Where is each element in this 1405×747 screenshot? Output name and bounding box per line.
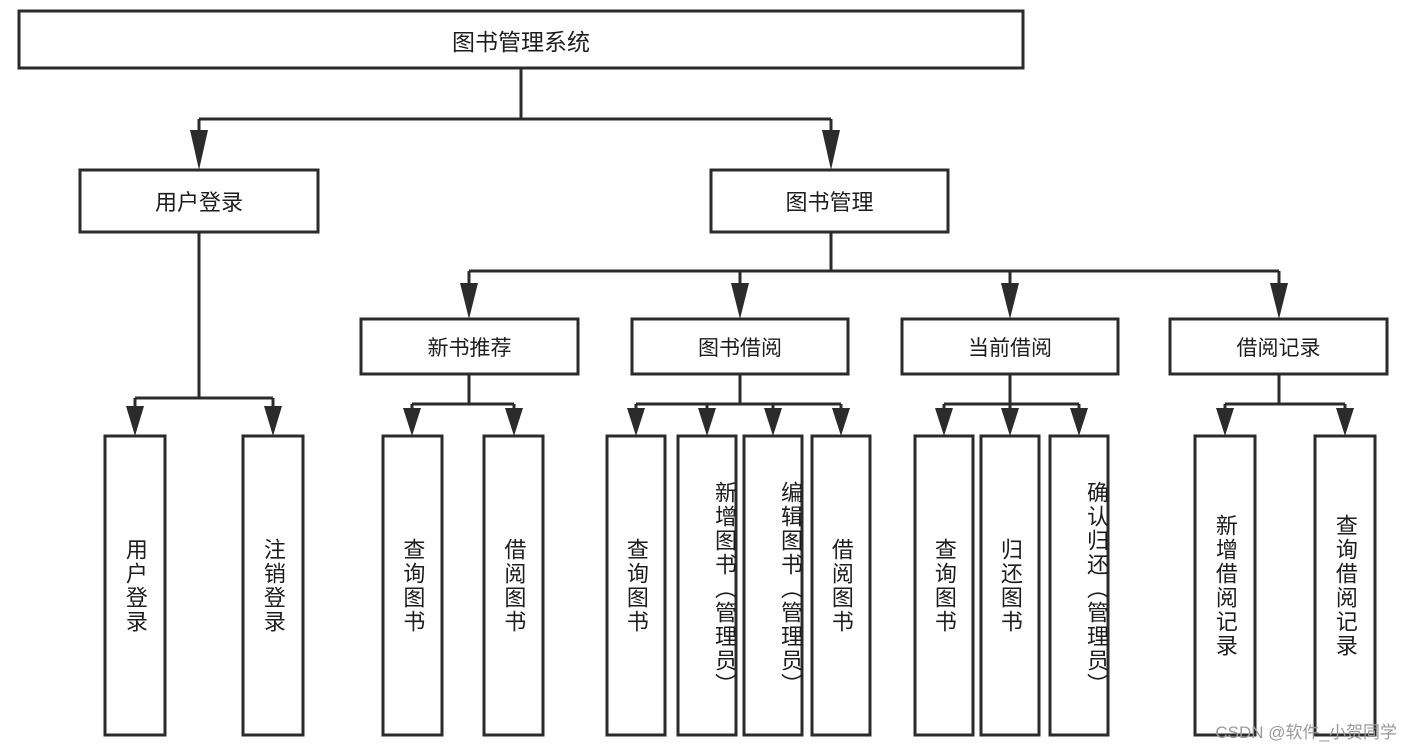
node-book-borrow-box[interactable]: [630, 317, 850, 376]
node-leaf-query-book-1-box[interactable]: [381, 434, 444, 737]
arrow-head-leaf-query-book-2: [627, 408, 645, 436]
arrow-head-book-manage: [822, 130, 840, 170]
node-leaf-add-book-box[interactable]: [676, 434, 738, 737]
arrow-head-leaf-edit-book: [764, 408, 782, 436]
arrow-head-leaf-logout: [264, 406, 282, 436]
arrow-head-new-book-recommend: [460, 283, 478, 319]
arrow-head-leaf-confirm-return: [1070, 408, 1088, 436]
node-leaf-query-book-3-box[interactable]: [913, 434, 975, 737]
node-leaf-user-login-box[interactable]: [103, 434, 167, 737]
node-leaf-query-record-box[interactable]: [1313, 434, 1377, 737]
node-leaf-query-book-2-box[interactable]: [605, 434, 667, 737]
arrow-head-leaf-borrow-book-1: [505, 408, 523, 436]
arrow-head-borrow-record: [1270, 283, 1288, 319]
arrow-head-leaf-add-record: [1216, 408, 1234, 436]
arrow-head-leaf-return-book: [1001, 408, 1019, 436]
arrow-head-leaf-query-book-3: [935, 408, 953, 436]
arrow-head-leaf-query-record: [1336, 408, 1354, 436]
arrow-head-current-borrow: [1001, 283, 1019, 319]
node-new-book-recommend-box[interactable]: [359, 317, 580, 376]
arrow-head-leaf-query-book-1: [403, 408, 421, 436]
arrow-head-leaf-user-login: [126, 406, 144, 436]
node-leaf-logout-box[interactable]: [241, 434, 305, 737]
node-leaf-edit-book-box[interactable]: [742, 434, 804, 737]
arrow-head-leaf-add-book: [698, 408, 716, 436]
node-root-box[interactable]: [17, 9, 1025, 70]
node-leaf-borrow-book-1-box[interactable]: [482, 434, 545, 737]
node-leaf-add-record-box[interactable]: [1193, 434, 1257, 737]
node-user-login-box[interactable]: [78, 168, 320, 234]
node-leaf-return-book-box[interactable]: [979, 434, 1041, 737]
node-current-borrow-box[interactable]: [900, 317, 1120, 376]
arrow-head-book-borrow: [731, 283, 749, 319]
node-leaf-confirm-return-box[interactable]: [1048, 434, 1110, 737]
node-borrow-record-box[interactable]: [1168, 317, 1389, 376]
arrow-head-user-login: [190, 130, 208, 170]
node-leaf-borrow-book-2-box[interactable]: [810, 434, 872, 737]
node-book-manage-box[interactable]: [709, 168, 950, 234]
arrow-head-leaf-borrow-book-2: [832, 408, 850, 436]
